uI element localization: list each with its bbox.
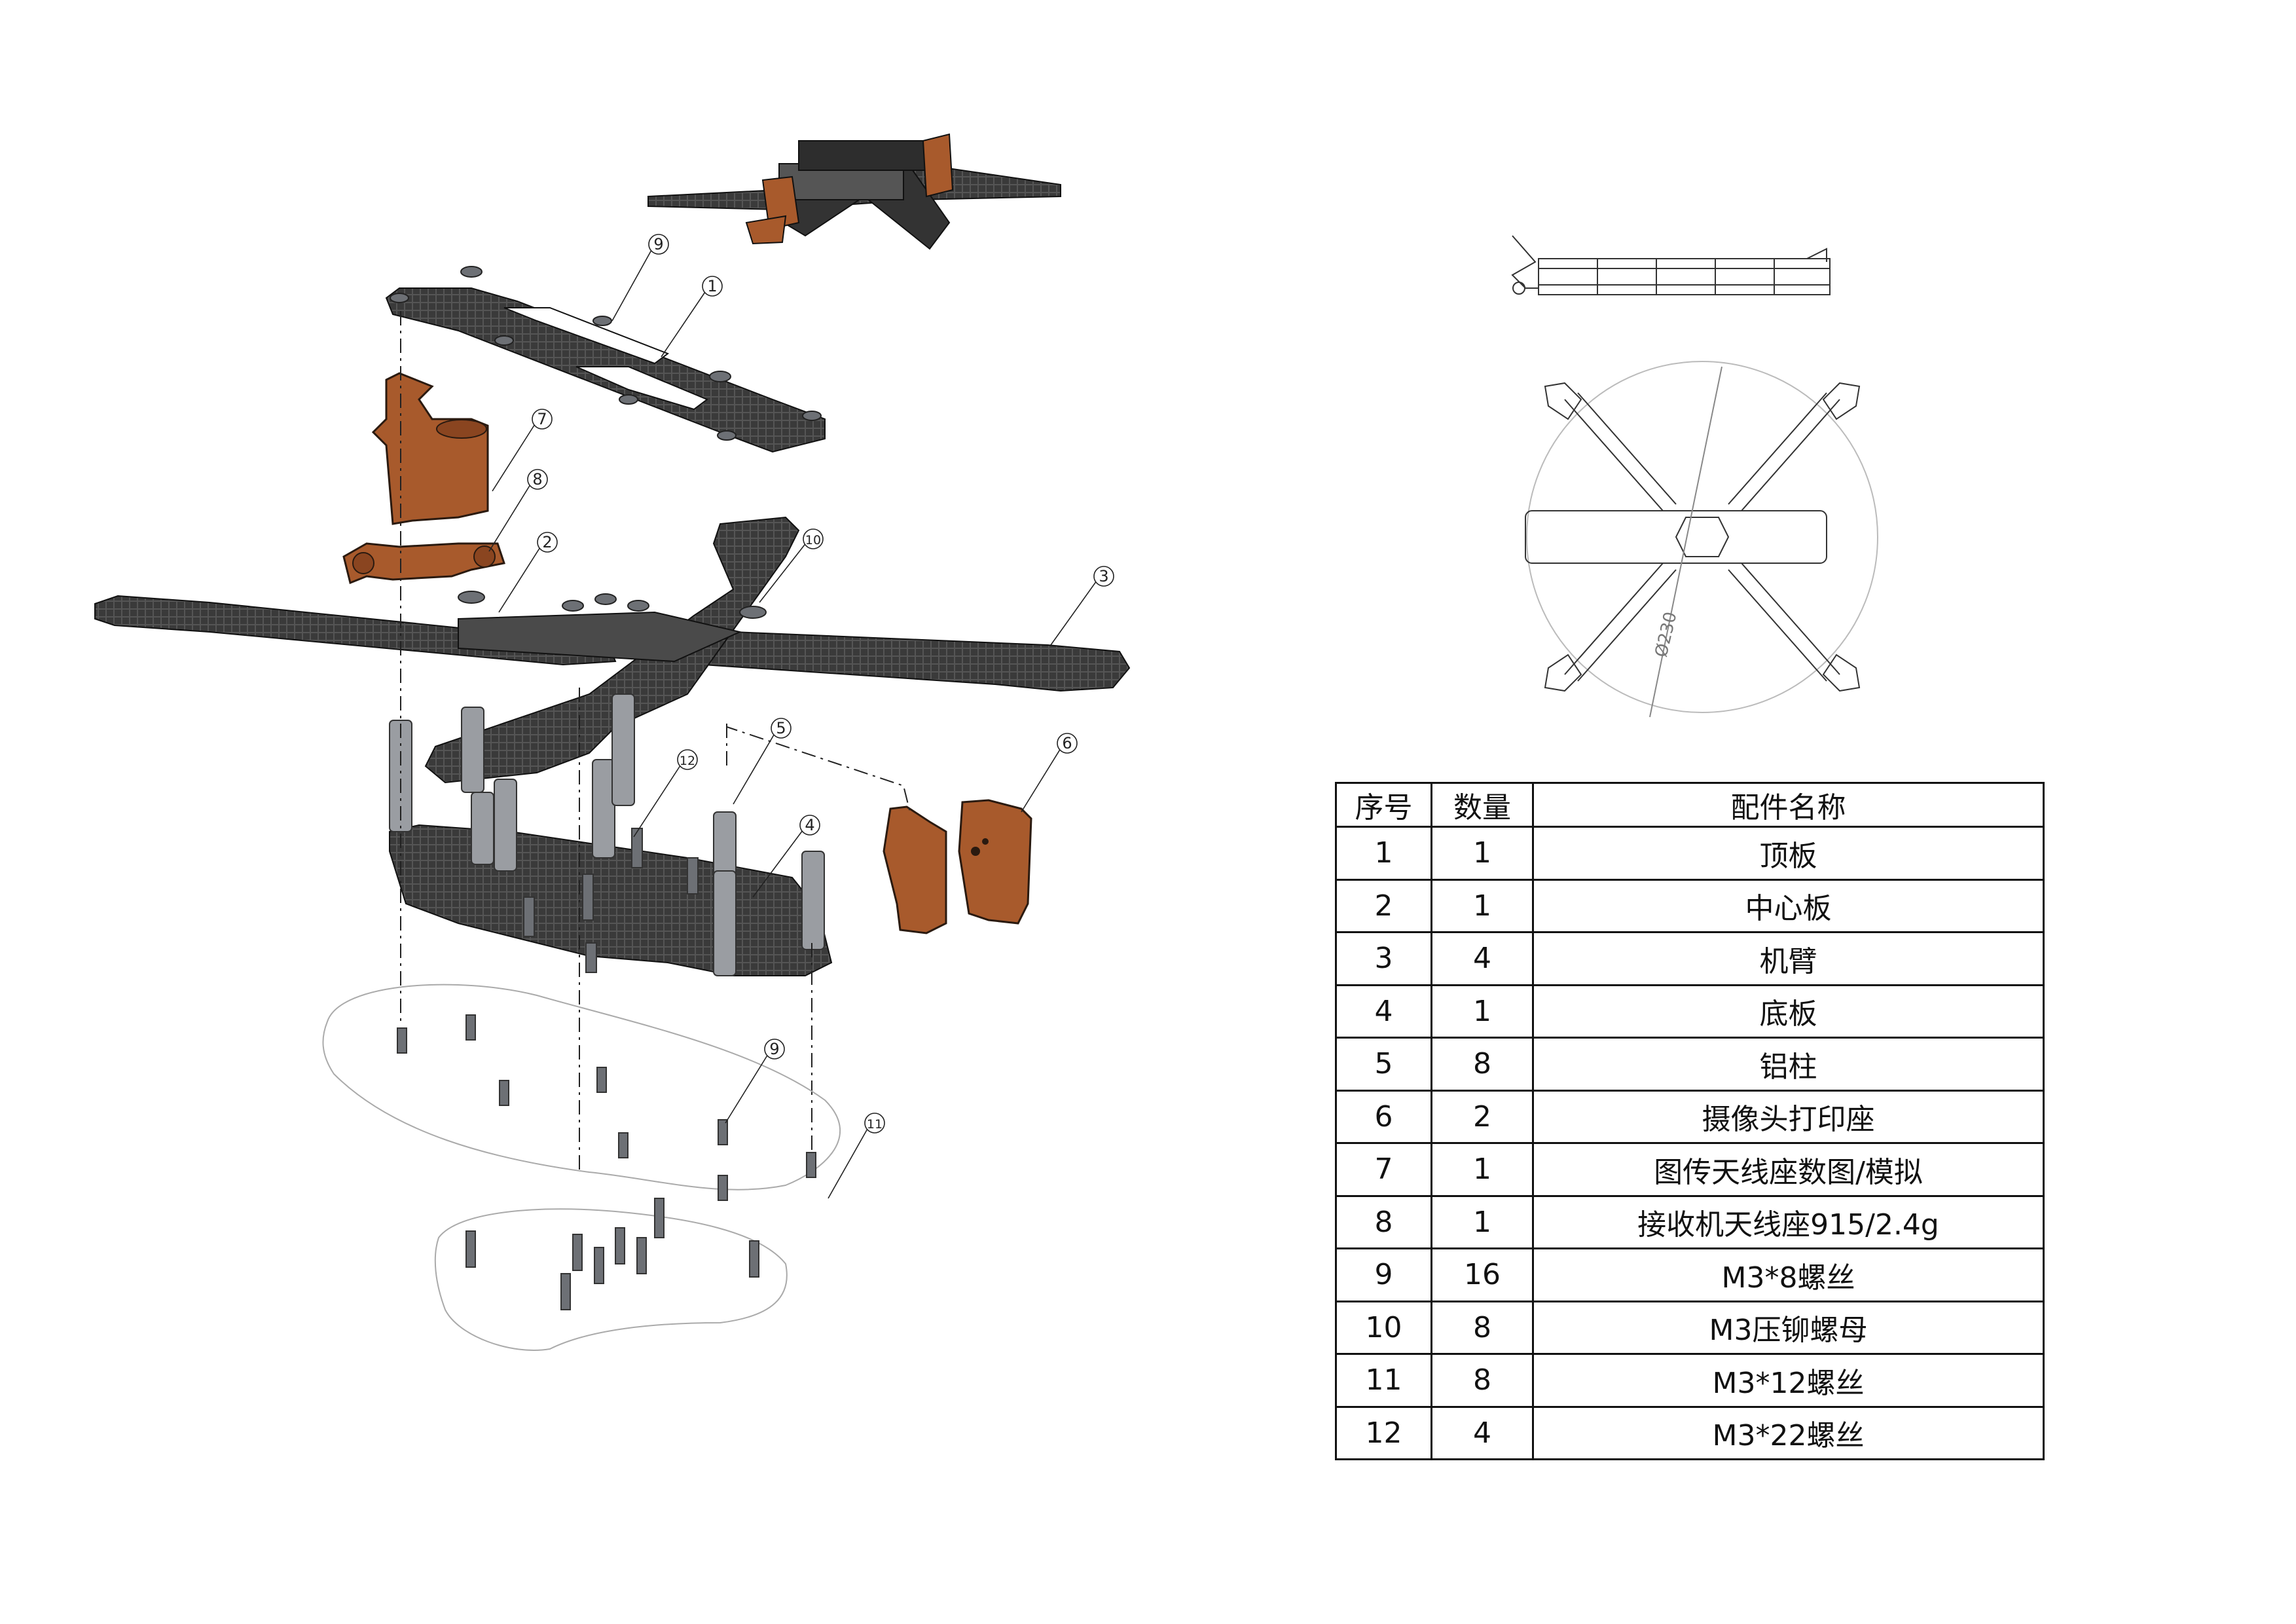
cell-quantity: 1 (1430, 826, 1534, 881)
alignment-lines (400, 311, 911, 1172)
callout-6: 6 (1062, 734, 1072, 752)
cell-quantity: 1 (1430, 1142, 1534, 1197)
cell-quantity: 8 (1430, 1300, 1534, 1355)
press-nuts (458, 591, 767, 619)
callout-3: 3 (1099, 567, 1108, 585)
cell-index: 2 (1335, 878, 1432, 933)
cell-quantity: 8 (1430, 1353, 1534, 1408)
callout-12: 12 (680, 754, 695, 768)
cell-quantity: 4 (1430, 931, 1534, 986)
cell-part-name: M3压铆螺母 (1532, 1300, 2045, 1355)
cell-index: 10 (1335, 1300, 1432, 1355)
long-screws (523, 828, 699, 973)
cell-part-name: 接收机天线座915/2.4g (1532, 1194, 2045, 1249)
top-view (1525, 361, 1878, 718)
cell-index: 3 (1335, 931, 1432, 986)
cell-part-name: M3*12螺丝 (1532, 1353, 2045, 1408)
cell-part-name: M3*8螺丝 (1532, 1247, 2045, 1302)
cell-part-name: 顶板 (1532, 826, 2045, 881)
cell-part-name: 摄像头打印座 (1532, 1089, 2045, 1144)
header-part-name: 配件名称 (1532, 782, 2045, 828)
vtx-antenna-mount (371, 372, 489, 525)
callout-10: 10 (805, 533, 821, 547)
cell-quantity: 1 (1430, 1194, 1534, 1249)
cell-index: 9 (1335, 1247, 1432, 1302)
callout-2: 2 (542, 533, 552, 551)
callout-4: 4 (805, 816, 814, 834)
cell-index: 7 (1335, 1142, 1432, 1197)
header-quantity: 数量 (1430, 782, 1534, 828)
callout-9b: 9 (769, 1040, 779, 1058)
callouts (488, 234, 1114, 1199)
cell-quantity: 2 (1430, 1089, 1534, 1144)
cell-quantity: 1 (1430, 878, 1534, 933)
cell-part-name: 底板 (1532, 984, 2045, 1039)
diameter-dimension: Ø230 (1652, 610, 1681, 659)
cell-quantity: 1 (1430, 984, 1534, 1039)
cell-index: 11 (1335, 1353, 1432, 1408)
top-plate (385, 287, 826, 453)
cell-quantity: 16 (1430, 1247, 1534, 1302)
cell-quantity: 4 (1430, 1405, 1534, 1460)
callout-8: 8 (532, 470, 542, 489)
cell-index: 12 (1335, 1405, 1432, 1460)
cell-index: 6 (1335, 1089, 1432, 1144)
receiver-antenna-mount (342, 542, 505, 585)
camera-mounts (883, 799, 1032, 934)
callout-labels: 9 1 7 8 2 10 3 5 4 12 6 9 11 (532, 235, 1108, 1132)
cell-index: 5 (1335, 1037, 1432, 1092)
aluminium-standoffs (389, 693, 825, 976)
cell-part-name: 铝柱 (1532, 1037, 2045, 1092)
cell-part-name: 图传天线座数图/模拟 (1532, 1142, 2045, 1197)
callout-9a: 9 (653, 235, 663, 253)
table-header-row: 序号 数量 配件名称 (1335, 782, 2045, 828)
loose-screw-groups (322, 984, 841, 1351)
side-view (1511, 235, 1831, 295)
top-plate-screws (390, 266, 822, 441)
center-plate (458, 611, 742, 663)
cell-index: 4 (1335, 984, 1432, 1039)
cell-index: 8 (1335, 1194, 1432, 1249)
cell-part-name: 机臂 (1532, 931, 2045, 986)
callout-1: 1 (707, 277, 717, 295)
callout-11: 11 (867, 1117, 883, 1132)
cell-part-name: 中心板 (1532, 878, 2045, 933)
cell-part-name: M3*22螺丝 (1532, 1405, 2045, 1460)
cell-index: 1 (1335, 826, 1432, 881)
assembled-frame-preview (647, 133, 1061, 250)
header-index: 序号 (1335, 782, 1432, 828)
callout-5: 5 (776, 719, 786, 737)
callout-7: 7 (537, 410, 547, 428)
cell-quantity: 8 (1430, 1037, 1534, 1092)
